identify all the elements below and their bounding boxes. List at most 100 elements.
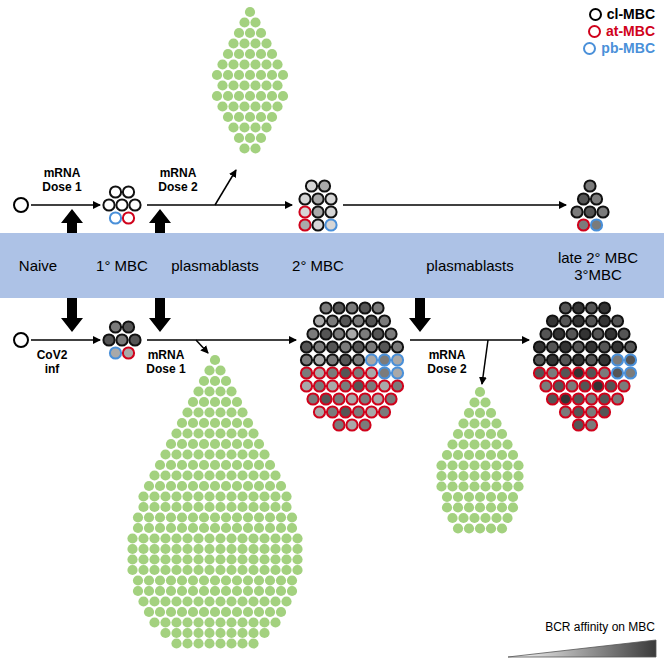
- cell: [261, 59, 271, 69]
- cell: [237, 533, 247, 543]
- cell: [250, 38, 260, 48]
- cell: [464, 523, 474, 533]
- cell: [129, 334, 140, 345]
- cell: [245, 49, 255, 59]
- cell: [453, 429, 463, 439]
- cell: [182, 554, 192, 564]
- cell: [333, 328, 344, 339]
- dose-label: mRNA Dose 2: [153, 166, 203, 194]
- cell: [254, 481, 264, 491]
- cell: [486, 492, 496, 502]
- cell: [215, 617, 225, 627]
- cell: [353, 367, 364, 378]
- cell: [237, 554, 247, 564]
- cell: [259, 449, 269, 459]
- cell: [234, 112, 244, 122]
- cell: [272, 80, 282, 90]
- cell: [340, 380, 351, 391]
- cell: [259, 491, 269, 501]
- cell: [160, 449, 170, 459]
- cell: [353, 354, 364, 365]
- cell: [199, 439, 209, 449]
- cell: [215, 638, 225, 648]
- cell: [199, 376, 209, 386]
- cell: [210, 418, 220, 428]
- cell: [221, 481, 231, 491]
- cell: [359, 328, 370, 339]
- cell: [232, 397, 242, 407]
- cell: [314, 380, 325, 391]
- cell: [204, 596, 214, 606]
- cell: [149, 502, 159, 512]
- cell: [243, 481, 253, 491]
- cell: [312, 206, 323, 217]
- cell: [265, 481, 275, 491]
- cell: [232, 607, 242, 617]
- cell: [469, 460, 479, 470]
- cell: [188, 439, 198, 449]
- cell: [248, 491, 258, 501]
- cell: [221, 607, 231, 617]
- cell: [248, 617, 258, 627]
- cell: [392, 380, 403, 391]
- cell: [497, 450, 507, 460]
- cell: [353, 380, 364, 391]
- cell: [155, 523, 165, 533]
- cell: [265, 575, 275, 585]
- cell: [188, 575, 198, 585]
- cell: [256, 112, 266, 122]
- cell: [586, 354, 597, 365]
- cell: [469, 471, 479, 481]
- cell: [502, 460, 512, 470]
- cell: [149, 554, 159, 564]
- cell: [586, 367, 597, 378]
- cell: [618, 380, 629, 391]
- cell: [110, 321, 121, 332]
- cell: [210, 355, 220, 365]
- cell: [276, 523, 286, 533]
- cell: [571, 206, 582, 217]
- cell: [171, 533, 181, 543]
- cell: [301, 367, 312, 378]
- cell: [226, 428, 236, 438]
- cell: [188, 607, 198, 617]
- cell: [618, 328, 629, 339]
- cell: [250, 143, 260, 153]
- cell: [166, 512, 176, 522]
- cell: [215, 491, 225, 501]
- cell: [221, 512, 231, 522]
- cell: [346, 302, 357, 313]
- cell: [248, 428, 258, 438]
- cell: [508, 450, 518, 460]
- cell: [392, 367, 403, 378]
- cell: [379, 315, 390, 326]
- cell: [469, 481, 479, 491]
- cell: [221, 460, 231, 470]
- legend-text: cl-MBC: [607, 6, 655, 22]
- cell: [177, 523, 187, 533]
- cell: [379, 354, 390, 365]
- cell: [314, 341, 325, 352]
- cell: [243, 586, 253, 596]
- cell: [199, 397, 209, 407]
- cell: [287, 523, 297, 533]
- cell: [278, 70, 288, 80]
- cell: [193, 428, 203, 438]
- cell: [573, 367, 584, 378]
- cell: [261, 101, 271, 111]
- cell: [138, 596, 148, 606]
- cell: [270, 502, 280, 512]
- cell: [379, 341, 390, 352]
- legend-row: at-MBC: [588, 23, 655, 39]
- cell: [204, 544, 214, 554]
- cell: [270, 533, 280, 543]
- cell: [182, 628, 192, 638]
- cell: [188, 460, 198, 470]
- cell: [248, 638, 258, 648]
- cell: [166, 586, 176, 596]
- cell: [276, 481, 286, 491]
- cell: [625, 367, 636, 378]
- cell: [237, 470, 247, 480]
- cell: [458, 471, 468, 481]
- cell: [379, 380, 390, 391]
